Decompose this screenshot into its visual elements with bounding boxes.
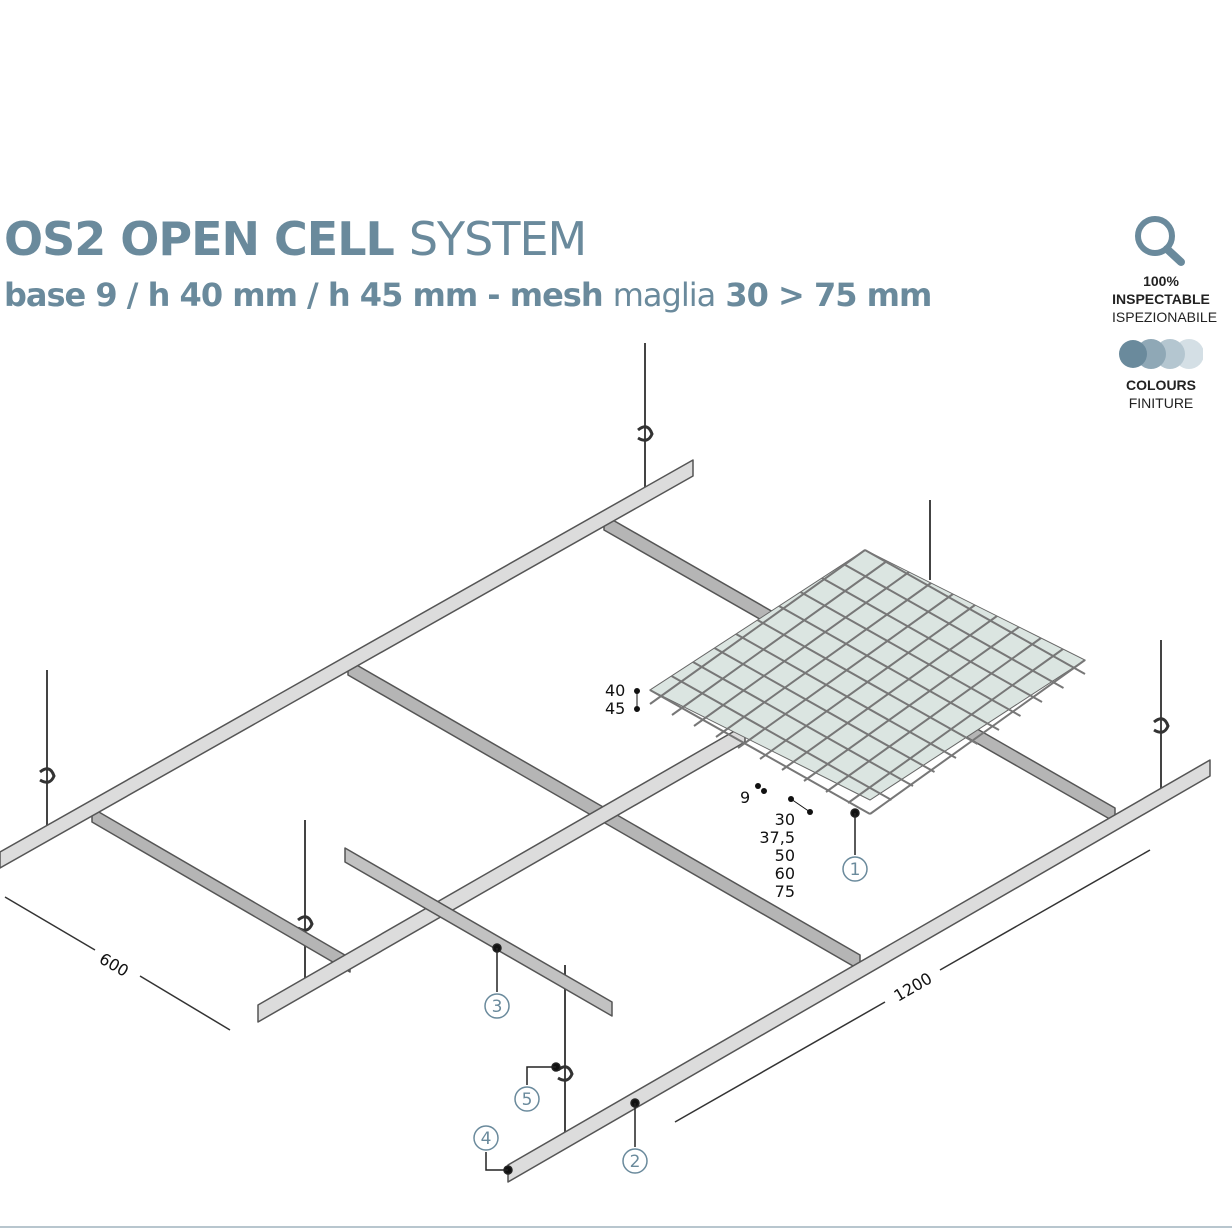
- subtitle-mesh-range: 30 > 75 mm: [725, 276, 932, 314]
- mesh-size: 30: [775, 810, 795, 829]
- grid-blade: [825, 637, 1042, 793]
- mesh-size: 75: [775, 882, 795, 901]
- dimension-lines: [4, 849, 1151, 1123]
- grid-blade: [649, 689, 871, 815]
- base-9: 9: [740, 788, 750, 807]
- grid-blade: [735, 633, 957, 759]
- grid-blade: [671, 675, 892, 801]
- main-rail-front: [507, 759, 1211, 1183]
- subtitle-maglia: maglia: [612, 276, 716, 314]
- callout-5: 5: [522, 1090, 533, 1110]
- grid-blade: [649, 549, 866, 705]
- grid-blade: [847, 648, 1064, 804]
- page-title: OS2 OPEN CELL SYSTEM: [4, 212, 587, 266]
- dimension-1200: 1200: [891, 969, 936, 1006]
- grid-blade: [692, 661, 914, 787]
- magnifier-icon: [1135, 216, 1185, 266]
- mesh-size: 50: [775, 846, 795, 865]
- inspectable-label: INSPECTABLE: [1112, 291, 1210, 307]
- colours-label-it: FINITURE: [1128, 395, 1194, 411]
- grid-blade: [821, 577, 1043, 703]
- title-bold: OS2 OPEN CELL: [4, 212, 395, 266]
- grid-blade: [671, 560, 888, 716]
- mesh-size: 60: [775, 864, 795, 883]
- rails: [0, 459, 1211, 1183]
- title-light: SYSTEM: [408, 212, 587, 266]
- height-45: 45: [605, 699, 625, 718]
- open-cell-grid: [648, 549, 1087, 815]
- subtitle-specs: base 9 / h 40 mm / h 45 mm - mesh: [4, 276, 604, 314]
- callout-circles: [473, 856, 868, 1174]
- grid-blade: [715, 582, 932, 738]
- grid-blade: [693, 571, 910, 727]
- grid-blade: [843, 563, 1064, 689]
- callout-2: 2: [630, 1152, 641, 1172]
- colours-badge: COLOURS FINITURE: [1112, 338, 1210, 412]
- grid-blade: [803, 626, 1020, 782]
- grid-blade: [781, 615, 998, 771]
- dimension-600: 600: [96, 949, 132, 981]
- colour-swatches-icon: [1119, 339, 1203, 369]
- bottom-divider: [0, 1226, 1232, 1228]
- main-rail-middle: [257, 724, 746, 1023]
- main-rail-top: [0, 459, 694, 869]
- grid-blade: [714, 647, 935, 773]
- grid-blade: [869, 659, 1086, 815]
- grid-blade: [864, 549, 1086, 675]
- hanger-wires: [46, 343, 1162, 1135]
- callout-3: 3: [492, 997, 503, 1017]
- inspectable-label-it: ISPEZIONABILE: [1112, 309, 1218, 325]
- page-subtitle: base 9 / h 40 mm / h 45 mm - mesh maglia…: [4, 276, 932, 314]
- grid-blade: [737, 593, 954, 749]
- grid-blade: [757, 619, 978, 745]
- inspectable-badge: 100% INSPECTABLE ISPEZIONABILE: [1112, 214, 1217, 326]
- cross-rail: [91, 807, 351, 973]
- loose-rail: [344, 847, 613, 1017]
- inspectable-percent: 100%: [1143, 273, 1179, 289]
- height-annotation: [634, 688, 813, 815]
- callout-1: 1: [850, 860, 861, 880]
- callout-leaders: [485, 808, 860, 1175]
- colours-label: COLOURS: [1126, 377, 1196, 393]
- grid-blade: [778, 605, 1000, 731]
- mesh-size: 37,5: [759, 828, 795, 847]
- grid-blade: [800, 591, 1021, 717]
- height-40: 40: [605, 681, 625, 700]
- callout-4: 4: [481, 1129, 492, 1149]
